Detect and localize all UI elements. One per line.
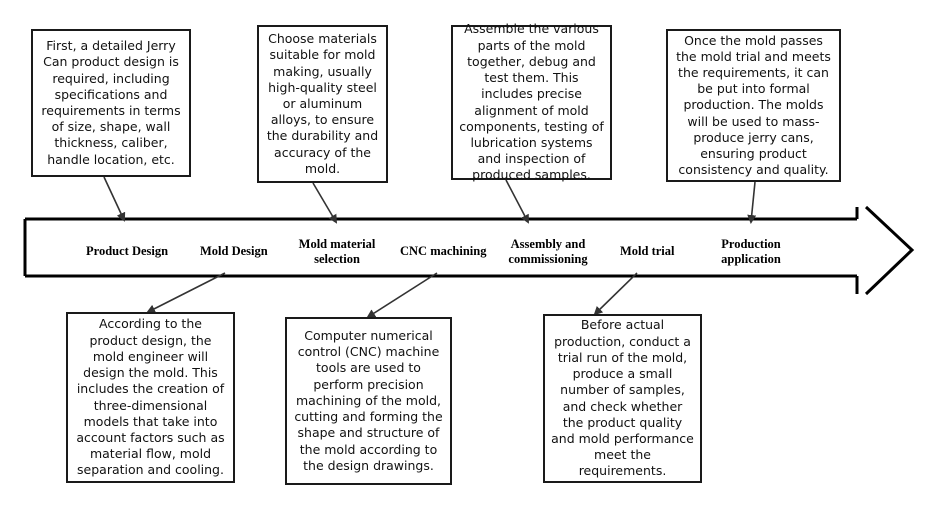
description-text: Once the mold passes the mold trial and … — [676, 32, 831, 178]
description-text: Choose materials suitable for mold makin… — [266, 31, 379, 176]
connector-mold-design — [146, 272, 226, 313]
stage-cnc-machining: CNC machining — [400, 244, 487, 258]
description-text: Computer numerical control (CNC) machine… — [294, 328, 443, 473]
description-box-product-design: First, a detailed Jerry Can product desi… — [31, 29, 191, 177]
stage-product-design: Product Design — [86, 244, 169, 258]
connector-mold-trial — [593, 272, 638, 316]
stage-mold-material-selection: Mold material selection — [298, 237, 376, 266]
stage-mold-design: Mold Design — [200, 244, 268, 258]
description-text: According to the product design, the mol… — [76, 316, 225, 478]
description-text: Assemble the various parts of the mold t… — [459, 21, 604, 183]
description-box-cnc: Computer numerical control (CNC) machine… — [285, 317, 452, 485]
description-text: First, a detailed Jerry Can product desi… — [41, 38, 181, 167]
connector-production — [747, 181, 757, 224]
stage-assembly-commissioning: Assembly and commissioning — [508, 237, 588, 266]
stage-mold-trial: Mold trial — [620, 244, 675, 258]
stage-production-application: Production application — [721, 237, 781, 266]
description-box-production: Once the mold passes the mold trial and … — [666, 29, 841, 182]
description-box-mold-material: Choose materials suitable for mold makin… — [257, 25, 388, 183]
arrow-head — [864, 205, 915, 296]
description-text: Before actual production, conduct a tria… — [551, 317, 694, 479]
connector-product-design — [103, 176, 126, 222]
connector-assembly — [505, 179, 529, 224]
description-box-mold-design: According to the product design, the mol… — [66, 312, 235, 483]
description-box-assembly: Assemble the various parts of the mold t… — [451, 21, 612, 182]
connector-cnc — [366, 272, 438, 319]
connector-mold-material — [312, 182, 338, 224]
description-box-mold-trial: Before actual production, conduct a tria… — [543, 314, 702, 483]
